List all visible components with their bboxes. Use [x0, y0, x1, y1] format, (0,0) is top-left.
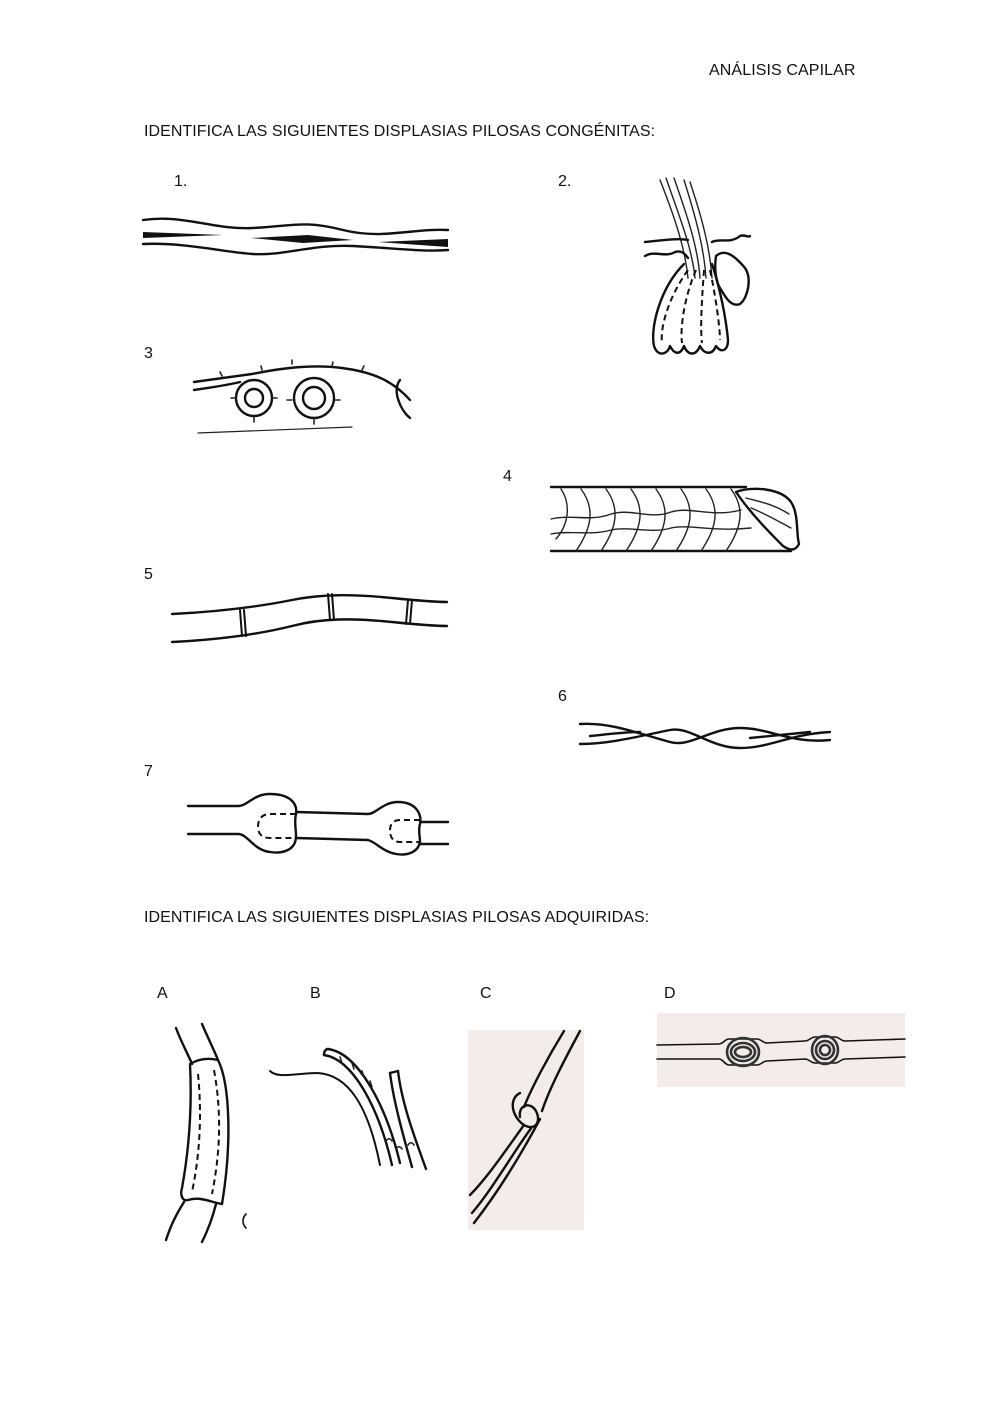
cuticle-scales-icon — [549, 485, 801, 553]
acquired-heading: IDENTIFICA LAS SIGUIENTES DISPLASIAS PIL… — [144, 909, 650, 926]
item-c-label: C — [480, 985, 492, 1002]
item-6-label: 6 — [558, 688, 567, 705]
coiled-hair-icon — [192, 359, 412, 434]
hair-sheath-cast-icon — [164, 1022, 247, 1244]
congenital-heading: IDENTIFICA LAS SIGUIENTES DISPLASIAS PIL… — [144, 123, 656, 140]
item-b-label: B — [310, 985, 321, 1002]
split-hair-icon — [269, 1047, 428, 1171]
hair-follicle-tufts-icon — [643, 177, 752, 355]
item-d-label: D — [664, 985, 676, 1002]
item-a-label: A — [157, 985, 168, 1002]
nodular-hair-photo-icon — [656, 1013, 906, 1087]
hair-shaft-twisted-icon — [141, 217, 450, 256]
item-7-label: 7 — [144, 763, 153, 780]
item-5-label: 5 — [144, 566, 153, 583]
item-3-label: 3 — [144, 345, 153, 362]
knotted-hair-icon — [468, 1029, 584, 1230]
item-1-label: 1. — [174, 173, 188, 190]
beaded-hair-icon — [186, 792, 450, 856]
item-2-label: 2. — [558, 173, 572, 190]
banded-hair-icon — [170, 593, 449, 644]
item-4-label: 4 — [503, 468, 512, 485]
document-title: ANÁLISIS CAPILAR — [709, 62, 856, 79]
twisted-hair-icon — [578, 722, 832, 750]
